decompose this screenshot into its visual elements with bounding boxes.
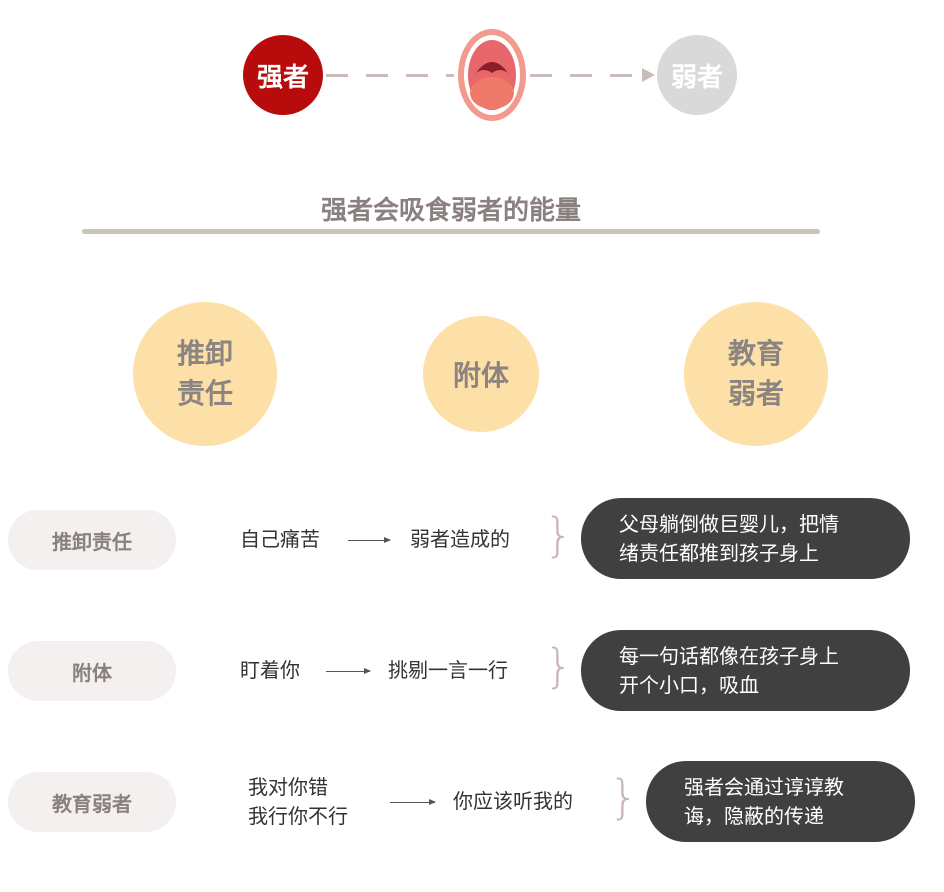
circle-text: 教育 [727,337,784,370]
arrow-icon [390,799,436,805]
row-cause: 自己痛苦 [240,527,320,551]
brace-icon: } [544,639,574,693]
weak-label: 弱者 [670,62,723,93]
weak-circle: 弱者 [657,35,737,115]
arrow-head-icon [642,68,655,82]
desc-line: 父母躺倒做巨婴儿，把情 [619,511,839,536]
row-cause: 我对你错 [248,775,328,799]
row-label-pill: 推卸责任 [8,510,176,570]
page-title: 强者会吸食弱者的能量 [320,196,581,226]
strong-circle: 强者 [243,35,323,115]
row-label-pill: 附体 [8,641,176,701]
row-effect: 挑剔一言一行 [388,658,508,682]
desc-line: 每一句话都像在孩子身上 [619,643,839,668]
arrow-icon [348,537,391,543]
brace-icon: } [609,770,639,824]
open-mouth-icon [458,29,526,121]
row-description: 强者会通过谆谆教诲，隐蔽的传递 [646,761,915,842]
circle-text: 推卸 [176,337,233,370]
strong-label: 强者 [256,62,309,93]
category-circle-educate: 教育弱者 [684,302,828,446]
row-description: 父母躺倒做巨婴儿，把情绪责任都推到孩子身上 [581,498,910,579]
desc-line: 强者会通过谆谆教 [684,774,844,799]
dashed-line-right [530,74,645,77]
category-circle-blame: 推卸责任 [133,302,277,446]
desc-line: 绪责任都推到孩子身上 [619,540,819,565]
row-effect: 你应该听我的 [453,789,573,813]
desc-line: 诲，隐蔽的传递 [684,803,824,828]
desc-line: 开个小口，吸血 [619,672,759,697]
arrow-icon [326,668,371,674]
circle-text: 附体 [452,359,509,392]
row-cause-2: 我行你不行 [248,804,348,828]
title-underline [82,229,820,234]
row-effect: 弱者造成的 [410,527,510,551]
row-description: 每一句话都像在孩子身上开个小口，吸血 [581,630,910,711]
brace-icon: } [544,508,574,562]
row-label-pill: 教育弱者 [8,772,176,832]
dashed-line-left [326,74,454,77]
row-cause: 盯着你 [240,658,300,682]
circle-text: 弱者 [727,377,784,410]
circle-text: 责任 [176,377,233,410]
category-circle-possess: 附体 [423,316,539,432]
